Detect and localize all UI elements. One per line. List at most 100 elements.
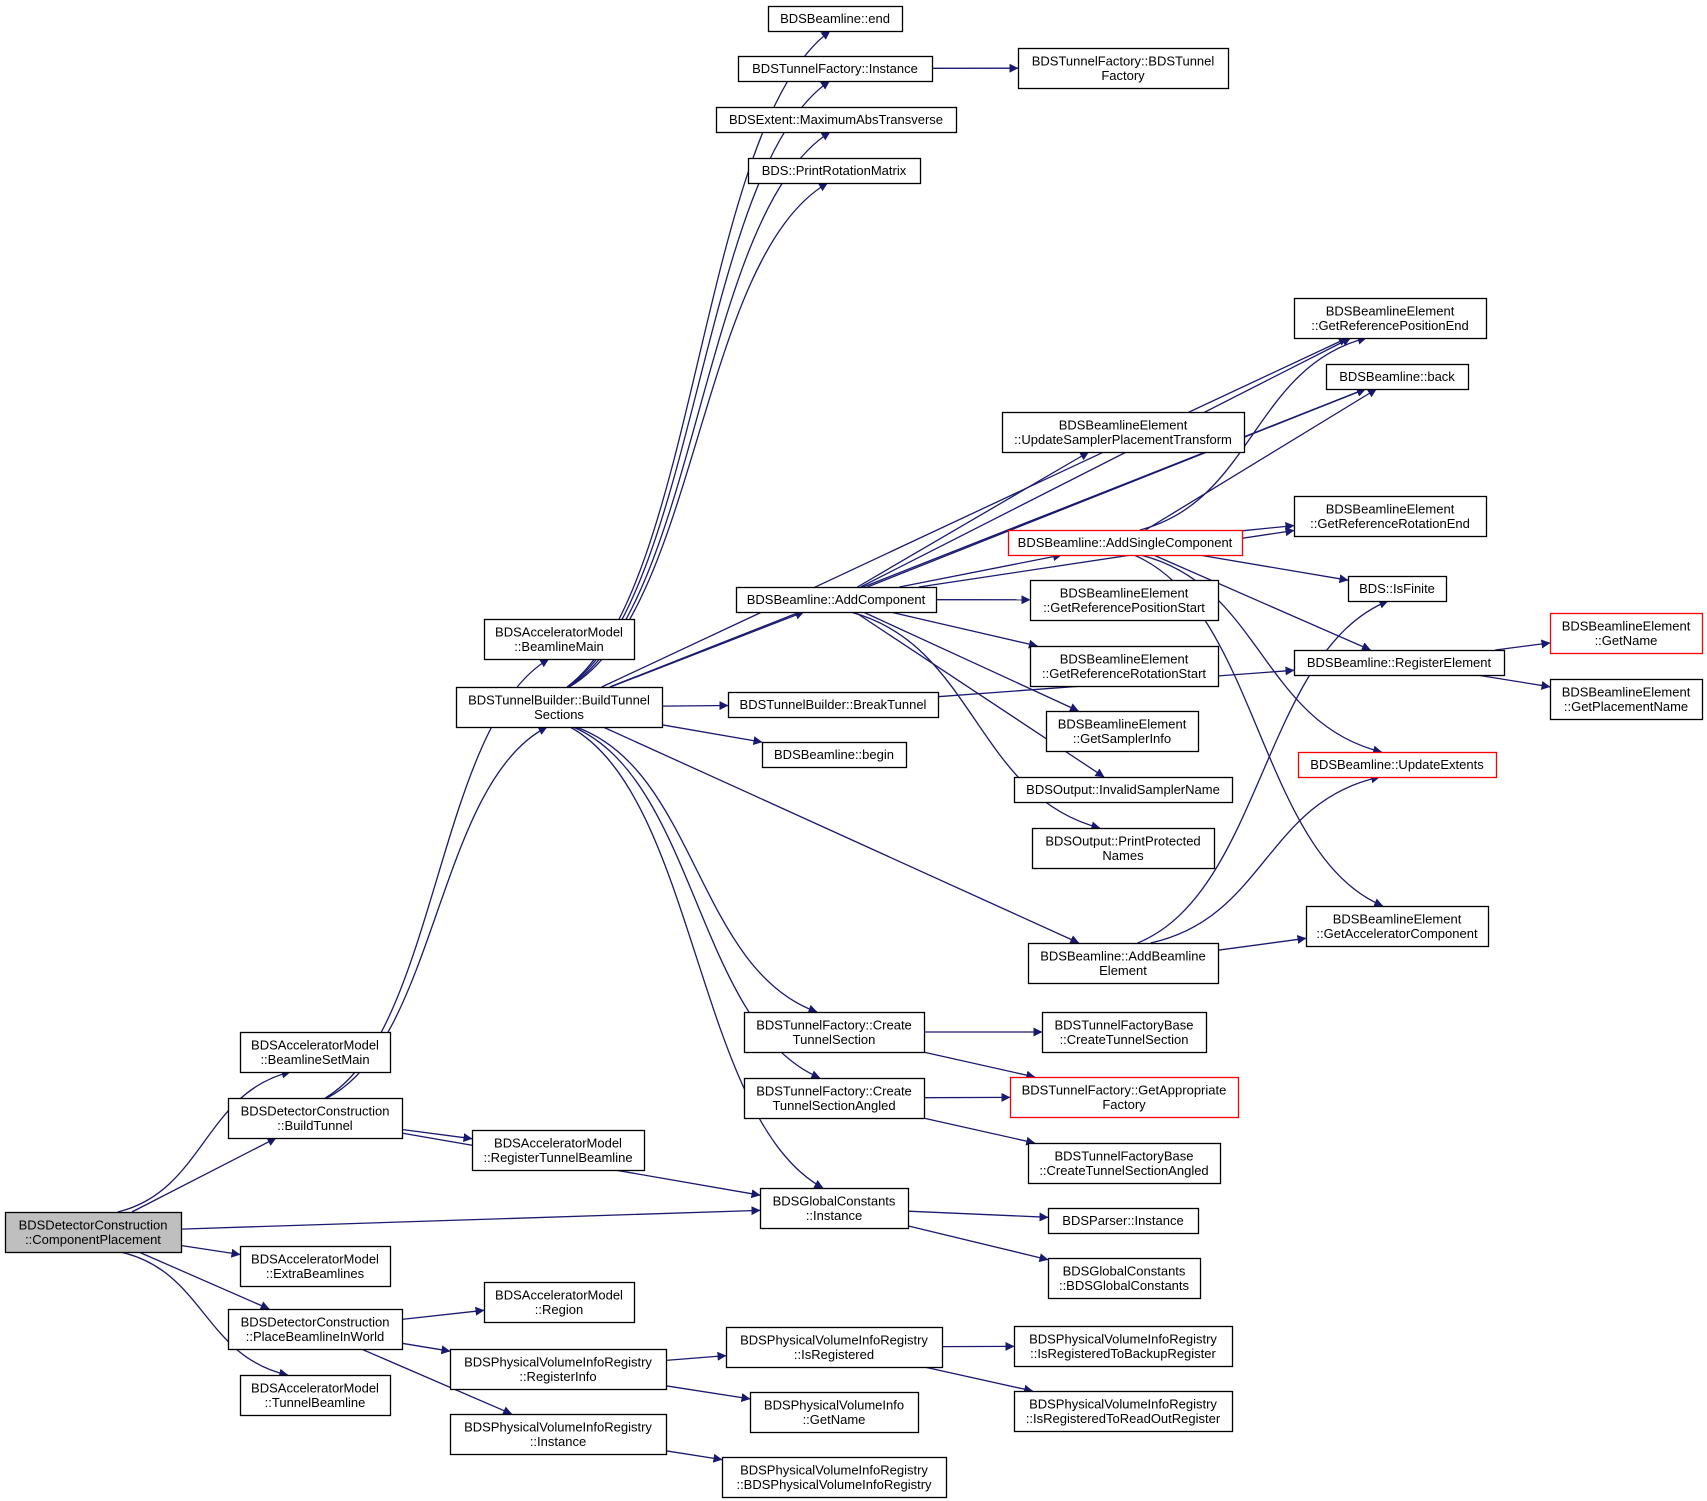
node-n6[interactable]: BDSAcceleratorModel::BeamlineMain bbox=[483, 618, 636, 661]
node-n28[interactable]: BDSBeamlineElement::GetReferencePosition… bbox=[1029, 579, 1220, 622]
node-label-line: BDSOutput::InvalidSamplerName bbox=[1026, 782, 1220, 797]
node-label-line: ::GetReferencePositionStart bbox=[1043, 600, 1205, 615]
node-label-line: BDSBeamline::UpdateExtents bbox=[1310, 757, 1484, 772]
node-box bbox=[743, 1077, 926, 1120]
node-box bbox=[727, 691, 940, 719]
node-box bbox=[1009, 1076, 1240, 1119]
node-label-line: ::ExtraBeamlines bbox=[266, 1266, 365, 1281]
node-box bbox=[1027, 1142, 1222, 1185]
node-label-line: Factory bbox=[1102, 1097, 1146, 1112]
node-n23[interactable]: BDSPhysicalVolumeInfo::GetName bbox=[749, 1391, 920, 1434]
node-label-line: BDSBeamline::RegisterElement bbox=[1307, 655, 1492, 670]
node-label-line: BDSTunnelFactory::Create bbox=[756, 1017, 912, 1032]
node-n39[interactable]: BDSPhysicalVolumeInfoRegistry::IsRegiste… bbox=[1013, 1325, 1234, 1368]
node-box bbox=[749, 1391, 920, 1434]
node-n29[interactable]: BDSBeamlineElement::GetReferenceRotation… bbox=[1029, 645, 1220, 688]
node-root[interactable]: BDSDetectorConstruction::ComponentPlacem… bbox=[4, 1211, 183, 1254]
node-label-line: BDSDetectorConstruction bbox=[19, 1217, 168, 1232]
node-n40[interactable]: BDSPhysicalVolumeInfoRegistry::IsRegiste… bbox=[1013, 1390, 1234, 1433]
node-box bbox=[1029, 645, 1220, 688]
edge-n7-to-n16 bbox=[610, 610, 805, 688]
node-n31[interactable]: BDSOutput::InvalidSamplerName bbox=[1013, 776, 1234, 804]
edge-n19-to-n35 bbox=[923, 1051, 1036, 1080]
node-n13[interactable]: BDSTunnelFactory::Instance bbox=[737, 55, 934, 83]
node-label-line: BDSTunnelFactory::GetAppropriate bbox=[1022, 1082, 1227, 1097]
node-n9[interactable]: BDSAcceleratorModel::Region bbox=[483, 1281, 636, 1324]
node-n10[interactable]: BDSPhysicalVolumeInfoRegistry::RegisterI… bbox=[449, 1348, 668, 1391]
node-n26[interactable]: BDSBeamlineElement::UpdateSamplerPlaceme… bbox=[1001, 411, 1246, 454]
node-label-line: BDSTunnelFactoryBase bbox=[1055, 1017, 1194, 1032]
node-n37[interactable]: BDSParser::Instance bbox=[1047, 1207, 1200, 1235]
node-label-line: BDSAcceleratorModel bbox=[251, 1380, 379, 1395]
edge-n16-to-n41 bbox=[860, 337, 1352, 588]
node-n3[interactable]: BDSAcceleratorModel::ExtraBeamlines bbox=[239, 1245, 392, 1288]
node-n2[interactable]: BDSDetectorConstruction::BuildTunnel bbox=[227, 1097, 404, 1140]
node-n5[interactable]: BDSAcceleratorModel::TunnelBeamline bbox=[239, 1374, 392, 1417]
node-box bbox=[1001, 411, 1246, 454]
node-n48[interactable]: BDSBeamlineElement::GetName bbox=[1549, 612, 1704, 655]
node-n36[interactable]: BDSTunnelFactoryBase::CreateTunnelSectio… bbox=[1027, 1142, 1222, 1185]
node-n8[interactable]: BDSAcceleratorModel::RegisterTunnelBeaml… bbox=[471, 1129, 646, 1172]
node-n30[interactable]: BDSBeamlineElement::GetSamplerInfo bbox=[1045, 710, 1200, 753]
node-n24[interactable]: BDSPhysicalVolumeInfoRegistry::BDSPhysic… bbox=[721, 1456, 948, 1499]
node-n15[interactable]: BDS::PrintRotationMatrix bbox=[747, 157, 922, 185]
node-n42[interactable]: BDSBeamline::back bbox=[1325, 363, 1470, 391]
node-n19[interactable]: BDSTunnelFactory::CreateTunnelSection bbox=[743, 1011, 926, 1054]
node-n20[interactable]: BDSTunnelFactory::CreateTunnelSectionAng… bbox=[743, 1077, 926, 1120]
node-box bbox=[1013, 776, 1234, 804]
node-label-line: BDSExtent::MaximumAbsTransverse bbox=[729, 112, 943, 127]
node-label-line: BDSPhysicalVolumeInfoRegistry bbox=[464, 1354, 652, 1369]
node-n49[interactable]: BDSBeamlineElement::GetPlacementName bbox=[1549, 678, 1704, 721]
node-box bbox=[1293, 297, 1488, 340]
edge-n4-to-n11 bbox=[361, 1348, 513, 1415]
node-label-line: BDSPhysicalVolumeInfoRegistry bbox=[464, 1419, 652, 1434]
node-n27[interactable]: BDSBeamline::AddSingleComponent bbox=[1007, 529, 1244, 557]
node-box bbox=[715, 106, 958, 134]
node-n18[interactable]: BDSBeamline::begin bbox=[761, 741, 908, 769]
node-n14[interactable]: BDSExtent::MaximumAbsTransverse bbox=[715, 106, 958, 134]
node-n34[interactable]: BDSTunnelFactoryBase::CreateTunnelSectio… bbox=[1041, 1011, 1208, 1054]
node-box bbox=[761, 741, 908, 769]
node-n46[interactable]: BDSBeamline::UpdateExtents bbox=[1297, 751, 1498, 779]
node-label-line: BDSGlobalConstants bbox=[773, 1193, 896, 1208]
node-n45[interactable]: BDSBeamline::RegisterElement bbox=[1293, 649, 1506, 677]
node-box bbox=[767, 5, 904, 33]
node-n44[interactable]: BDS::IsFinite bbox=[1347, 575, 1448, 603]
node-n17[interactable]: BDSTunnelBuilder::BreakTunnel bbox=[727, 691, 940, 719]
node-label-line: Sections bbox=[534, 707, 584, 722]
node-label-line: BDSBeamlineElement bbox=[1333, 911, 1462, 926]
node-label-line: ::GetName bbox=[1595, 633, 1658, 648]
node-n22[interactable]: BDSPhysicalVolumeInfoRegistry::IsRegiste… bbox=[725, 1326, 944, 1369]
node-label-line: ::BDSPhysicalVolumeInfoRegistry bbox=[736, 1477, 932, 1492]
node-box bbox=[239, 1245, 392, 1288]
node-n4[interactable]: BDSDetectorConstruction::PlaceBeamlineIn… bbox=[227, 1308, 404, 1351]
edge-n16-to-n32 bbox=[850, 611, 1101, 831]
edge-n16-to-n29 bbox=[889, 611, 1038, 649]
node-label-line: BDSTunnelFactory::Create bbox=[756, 1083, 912, 1098]
node-n43[interactable]: BDSBeamlineElement::GetReferenceRotation… bbox=[1293, 495, 1488, 538]
node-box bbox=[1047, 1257, 1202, 1300]
node-label-line: BDSBeamlineElement bbox=[1059, 417, 1188, 432]
node-label-line: ::CreateTunnelSectionAngled bbox=[1039, 1163, 1208, 1178]
node-n25[interactable]: BDSTunnelFactory::BDSTunnelFactory bbox=[1017, 47, 1230, 90]
edge-n33-to-n47 bbox=[1217, 934, 1307, 951]
node-n16[interactable]: BDSBeamline::AddComponent bbox=[735, 586, 938, 614]
node-n41[interactable]: BDSBeamlineElement::GetReferencePosition… bbox=[1293, 297, 1488, 340]
node-n1[interactable]: BDSAcceleratorModel::BeamlineSetMain bbox=[239, 1031, 392, 1074]
node-label-line: BDSAcceleratorModel bbox=[494, 1135, 622, 1150]
node-n11[interactable]: BDSPhysicalVolumeInfoRegistry::Instance bbox=[449, 1413, 668, 1456]
node-n38[interactable]: BDSGlobalConstants::BDSGlobalConstants bbox=[1047, 1257, 1202, 1300]
node-label-line: BDS::IsFinite bbox=[1359, 581, 1435, 596]
node-label-line: BDSTunnelFactory::Instance bbox=[752, 61, 918, 76]
node-n47[interactable]: BDSBeamlineElement::GetAcceleratorCompon… bbox=[1305, 905, 1490, 948]
node-n21[interactable]: BDSGlobalConstants::Instance bbox=[759, 1187, 910, 1230]
node-box bbox=[1297, 751, 1498, 779]
node-label-line: ::Region bbox=[535, 1302, 583, 1317]
edge-n27-to-n43 bbox=[1241, 521, 1295, 532]
node-n12[interactable]: BDSBeamline::end bbox=[767, 5, 904, 33]
